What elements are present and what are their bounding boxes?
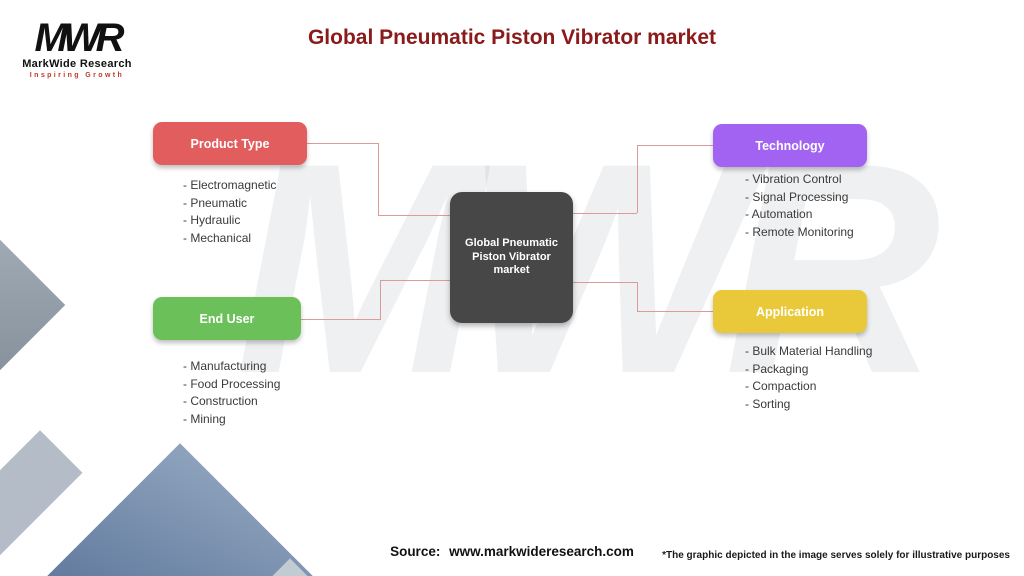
connector-technology-v xyxy=(637,145,638,213)
logo-tagline: Inspiring Growth xyxy=(29,72,125,79)
segment-box-application: Application xyxy=(713,290,867,333)
list-item: - Food Processing xyxy=(183,376,281,391)
logo-mwr-letters: MWR xyxy=(34,16,125,60)
connector-application-h1 xyxy=(637,311,713,312)
segment-list-product-type: - Electromagnetic - Pneumatic - Hydrauli… xyxy=(183,177,276,247)
source-label: Source: xyxy=(390,544,441,559)
connector-application-v xyxy=(637,282,638,311)
list-item: - Vibration Control xyxy=(745,172,842,186)
segment-box-end-user: End User xyxy=(153,297,301,340)
list-item: - Manufacturing xyxy=(183,359,267,373)
list-item: - Signal Processing xyxy=(745,189,849,204)
segment-list-end-user: - Manufacturing - Food Processing - Cons… xyxy=(183,358,280,428)
segment-label-application: Application xyxy=(755,304,825,319)
list-item: - Bulk Material Handling xyxy=(745,344,873,358)
connector-technology-h2 xyxy=(573,213,637,214)
connector-application-h2 xyxy=(573,282,637,283)
segment-list-technology: - Vibration Control - Signal Processing … xyxy=(745,171,854,241)
segment-list-application: - Bulk Material Handling - Packaging - C… xyxy=(745,343,872,413)
list-item: - Remote Monitoring xyxy=(745,224,854,239)
source-line: Source: www.markwideresearch.com xyxy=(0,544,1024,559)
list-item: - Sorting xyxy=(745,396,791,411)
center-node-label: Global Pneumatic Piston Vibrator market xyxy=(465,236,558,277)
connector-product-type-v xyxy=(378,143,379,215)
connector-end-user-v xyxy=(380,280,381,320)
decor-diamond-gray-left-edge xyxy=(0,184,66,426)
segment-label-end-user: End User xyxy=(199,311,255,326)
markwide-research-logo: MWR MarkWide Research Inspiring Growth xyxy=(22,16,132,79)
list-item: - Pneumatic xyxy=(183,195,248,210)
list-item: - Mining xyxy=(183,411,226,426)
list-item: - Construction xyxy=(183,394,258,408)
connector-end-user-h1 xyxy=(301,319,380,320)
list-item: - Electromagnetic xyxy=(183,178,277,192)
segment-box-product-type: Product Type xyxy=(153,122,307,165)
list-item: - Hydraulic xyxy=(183,213,241,227)
list-item: - Automation xyxy=(745,207,813,221)
segment-label-technology: Technology xyxy=(755,138,825,153)
logo-company-name: MarkWide Research xyxy=(22,58,132,70)
list-item: - Mechanical xyxy=(183,230,252,245)
segment-label-product-type: Product Type xyxy=(190,136,270,151)
list-item: - Packaging xyxy=(745,361,809,376)
center-node: Global Pneumatic Piston Vibrator market xyxy=(450,192,573,323)
source-url[interactable]: www.markwideresearch.com xyxy=(449,544,634,559)
connector-product-type-h1 xyxy=(307,143,378,144)
page-title: Global Pneumatic Piston Vibrator market xyxy=(307,26,717,49)
segment-box-technology: Technology xyxy=(713,124,867,167)
connector-product-type-h2 xyxy=(378,215,452,216)
disclaimer-text: *The graphic depicted in the image serve… xyxy=(662,550,1010,561)
list-item: - Compaction xyxy=(745,379,817,393)
connector-technology-h1 xyxy=(637,145,713,146)
connector-end-user-h2 xyxy=(380,280,452,281)
